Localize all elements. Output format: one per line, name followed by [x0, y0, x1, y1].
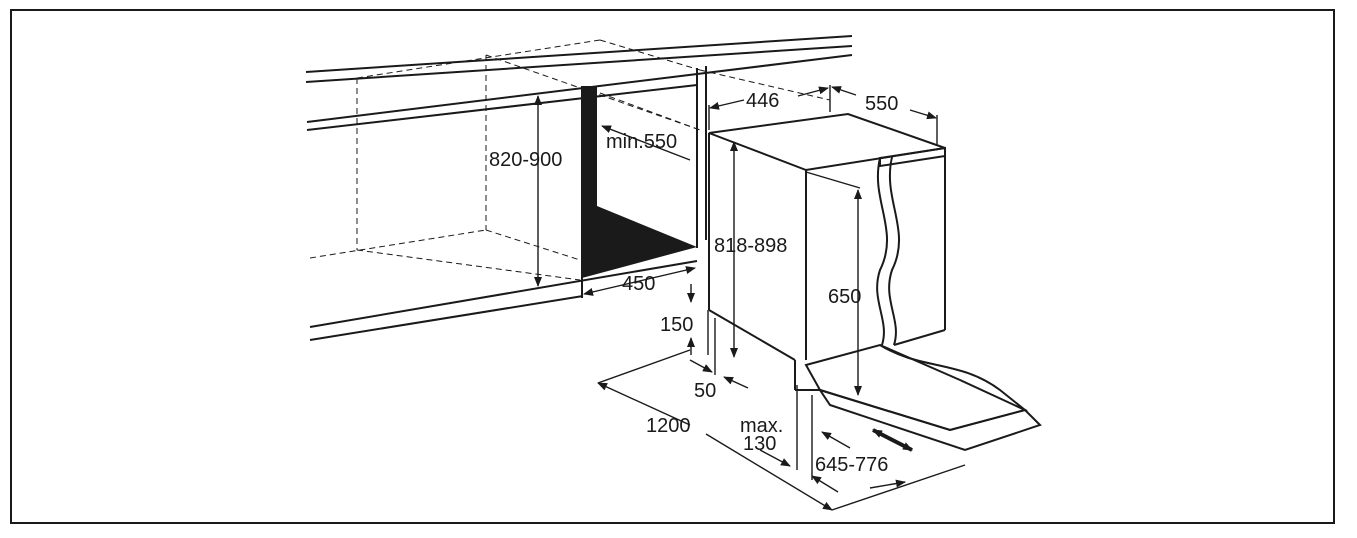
max-value-label: 130 [743, 433, 776, 455]
dimension-labels: 820-900 min.550 450 150 50 1200 max. 130… [489, 90, 898, 476]
dishwasher-body [708, 112, 1042, 452]
plinth-gap-label: 50 [694, 380, 716, 402]
door-clearance-label: 1200 [646, 415, 691, 437]
door-panel-height-label: 650 [828, 286, 861, 308]
plinth-height-label: 150 [660, 314, 693, 336]
niche-width-label: 450 [622, 273, 655, 295]
kitchen-cabinet [305, 35, 853, 341]
appliance-width-label: 446 [746, 90, 779, 112]
door-panel-range-label: 645-776 [815, 454, 888, 476]
appliance-depth-label: 550 [865, 93, 898, 115]
appliance-height-label: 818-898 [714, 235, 787, 257]
diagram-frame [10, 9, 1335, 524]
niche-height-label: 820-900 [489, 149, 562, 171]
niche-opening [581, 66, 707, 298]
niche-depth-label: min.550 [606, 131, 677, 153]
dimension-lines [534, 85, 966, 511]
max-label: max. [740, 415, 783, 437]
